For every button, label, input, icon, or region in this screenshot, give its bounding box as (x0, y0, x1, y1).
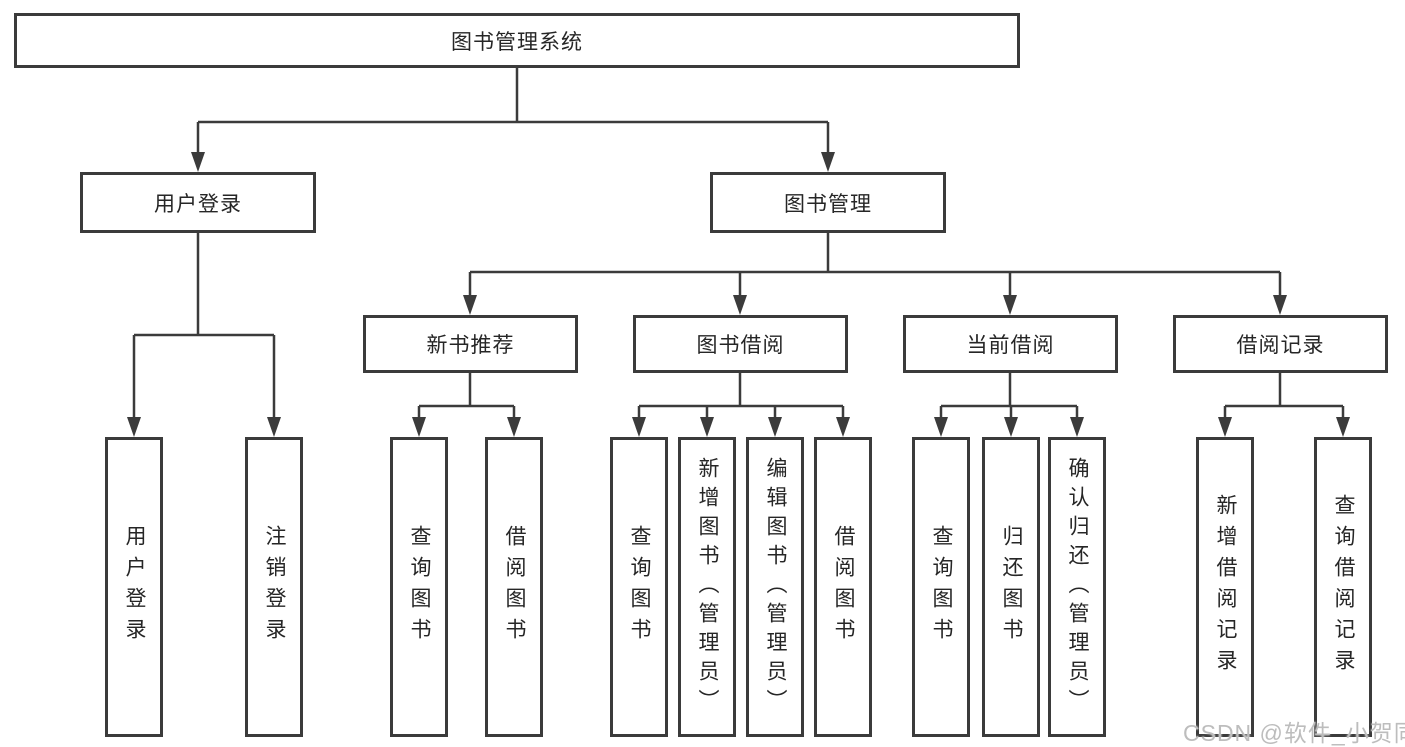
arrow-down-icon (700, 417, 714, 437)
node-leaf-user-login: 用户登录 (105, 437, 163, 737)
node-root-system: 图书管理系统 (14, 13, 1020, 68)
node-leaf-confirm-return-admin: 确认归还（管理员） (1048, 437, 1106, 737)
node-leaf-add-borrow-record: 新增借阅记录 (1196, 437, 1254, 737)
arrow-down-icon (632, 417, 646, 437)
node-leaf-query-book-1: 查询图书 (390, 437, 448, 737)
arrowheads (127, 152, 1350, 437)
arrow-down-icon (1218, 417, 1232, 437)
arrow-down-icon (1336, 417, 1350, 437)
arrow-down-icon (733, 295, 747, 315)
node-book-borrow: 图书借阅 (633, 315, 848, 373)
connector-book-management-children (468, 233, 1282, 297)
arrow-down-icon (127, 417, 141, 437)
node-leaf-borrow-book-1: 借阅图书 (485, 437, 543, 737)
arrow-down-icon (1003, 295, 1017, 315)
arrow-down-icon (463, 295, 477, 315)
arrow-down-icon (507, 417, 521, 437)
connector-lines (132, 68, 1345, 419)
node-borrow-record: 借阅记录 (1173, 315, 1388, 373)
arrow-down-icon (768, 417, 782, 437)
node-leaf-add-book-admin: 新增图书（管理员） (678, 437, 736, 737)
node-book-management: 图书管理 (710, 172, 946, 233)
arrow-down-icon (836, 417, 850, 437)
connector-user-login-children (132, 233, 276, 419)
connector-root-to-level2 (196, 68, 830, 154)
arrow-down-icon (1004, 417, 1018, 437)
connector-borrow-record-children (1223, 373, 1345, 419)
node-user-login: 用户登录 (80, 172, 316, 233)
node-leaf-query-book-2: 查询图书 (610, 437, 668, 737)
connector-new-book-children (417, 373, 516, 419)
connector-book-borrow-children (637, 373, 845, 419)
node-leaf-query-book-3: 查询图书 (912, 437, 970, 737)
node-leaf-borrow-book-2: 借阅图书 (814, 437, 872, 737)
node-leaf-edit-book-admin: 编辑图书（管理员） (746, 437, 804, 737)
node-new-book-recommend: 新书推荐 (363, 315, 578, 373)
connector-current-borrow-children (939, 373, 1079, 419)
arrow-down-icon (267, 417, 281, 437)
arrow-down-icon (934, 417, 948, 437)
node-leaf-query-borrow-record: 查询借阅记录 (1314, 437, 1372, 737)
arrow-down-icon (412, 417, 426, 437)
node-current-borrow: 当前借阅 (903, 315, 1118, 373)
node-leaf-return-book: 归还图书 (982, 437, 1040, 737)
arrow-down-icon (1273, 295, 1287, 315)
node-leaf-logout: 注销登录 (245, 437, 303, 737)
watermark: CSDN @软件_小贺同学 (1183, 720, 1405, 746)
arrow-down-icon (1070, 417, 1084, 437)
arrow-down-icon (821, 152, 835, 172)
arrow-down-icon (191, 152, 205, 172)
